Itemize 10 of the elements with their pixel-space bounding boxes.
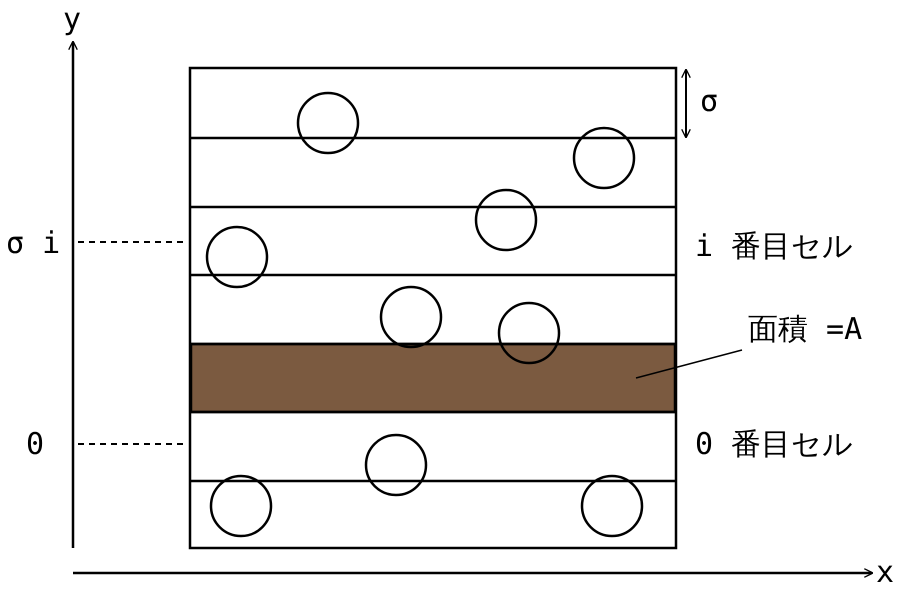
cell-label: 0 番目セル xyxy=(695,428,854,462)
axis-label: x xyxy=(876,556,894,590)
highlighted-cell xyxy=(190,342,676,414)
position-label: σ i xyxy=(6,227,60,261)
area-label: 面積 =A xyxy=(748,313,862,347)
position-label: 0 xyxy=(26,428,44,462)
sigma-label: σ xyxy=(700,85,718,119)
axis-label: y xyxy=(63,3,82,37)
cell-label: i 番目セル xyxy=(695,230,854,264)
leader-line xyxy=(636,349,742,379)
